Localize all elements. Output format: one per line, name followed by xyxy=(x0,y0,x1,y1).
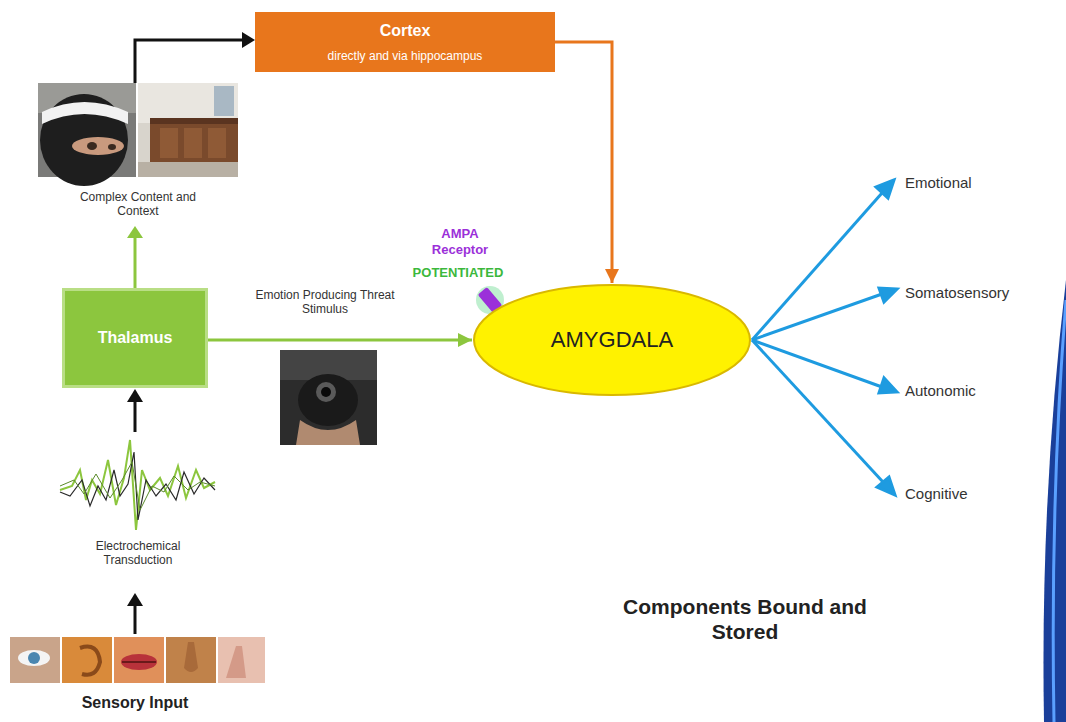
section-label: Sensory Input xyxy=(40,693,230,712)
masked-person-photo xyxy=(38,83,136,186)
output-arrows xyxy=(752,180,897,495)
output-label: Emotional xyxy=(905,174,1045,192)
edge-label: Emotion Producing Threat Stimulus xyxy=(240,288,410,317)
output-label: Cognitive xyxy=(905,485,1045,503)
node-subtitle: directly and via hippocampus xyxy=(328,49,483,64)
summary-note: Components Bound and Stored xyxy=(600,594,890,644)
decorative-swoosh xyxy=(1043,280,1066,722)
node-title: Thalamus xyxy=(98,328,173,348)
sensory-thumbnails xyxy=(10,637,265,683)
node-title: AMYGDALA xyxy=(551,326,673,354)
waveform xyxy=(60,440,215,530)
amygdala-ellipse: AMYGDALA xyxy=(472,283,752,397)
output-label: Somatosensory xyxy=(905,284,1045,302)
image-caption: Electrochemical Transduction xyxy=(68,539,208,568)
receptor-label: AMPA Receptor xyxy=(428,226,492,257)
image-caption: Complex Content and Context xyxy=(58,190,218,219)
node-title: Cortex xyxy=(380,21,431,41)
connector xyxy=(208,339,472,342)
connector xyxy=(555,42,612,283)
status-label: POTENTIATED xyxy=(388,265,528,281)
output-label: Autonomic xyxy=(905,382,1045,400)
thalamus-box: Thalamus xyxy=(62,288,208,388)
office-photo xyxy=(138,83,238,177)
cortex-box: Cortex directly and via hippocampus xyxy=(255,12,555,72)
gun-photo xyxy=(280,350,377,445)
